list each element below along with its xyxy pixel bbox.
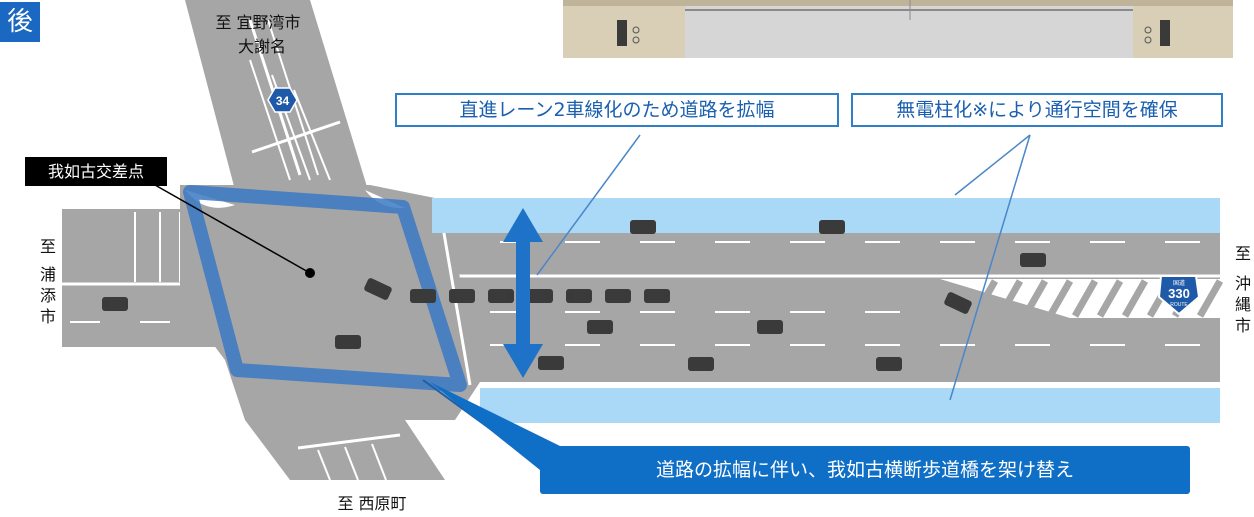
svg-text:34: 34	[276, 94, 290, 108]
west-direction-label: 至 浦 添 市	[39, 237, 56, 326]
cross-section-thumbnail	[563, 0, 1233, 58]
car	[630, 220, 656, 234]
route-34-sign: 34	[267, 87, 298, 113]
car	[605, 289, 631, 303]
intersection-label: 我如古交差点	[25, 157, 167, 186]
bridge-callout: 道路の拡幅に伴い、我如古横断歩道橋を架け替え	[540, 446, 1190, 494]
intersection-leader	[154, 184, 311, 274]
widening-callout: 直進レーン2車線化のため道路を拡幅	[395, 93, 839, 127]
svg-text:ROUTE: ROUTE	[1170, 302, 1188, 308]
north-direction-label-2: 大謝名	[238, 37, 286, 56]
car	[587, 320, 613, 334]
south-direction-label: 至 西原町	[337, 494, 406, 513]
utility-callout: 無電柱化※により通行空間を確保	[851, 93, 1223, 127]
svg-text:330: 330	[1168, 286, 1190, 301]
utility-leader-1	[954, 134, 1031, 196]
car	[449, 289, 475, 303]
car	[102, 297, 128, 311]
car	[876, 357, 902, 371]
car	[688, 357, 714, 371]
car	[644, 289, 670, 303]
pedestrian-space-south	[480, 388, 1220, 423]
car	[944, 292, 972, 314]
car	[819, 220, 845, 234]
car	[1020, 253, 1046, 267]
car	[527, 289, 553, 303]
widening-arrow	[503, 208, 543, 378]
east-direction-label: 至 沖 縄 市	[1234, 244, 1251, 335]
south-road	[245, 420, 445, 481]
north-direction-label: 至 宜野湾市	[215, 13, 300, 32]
car	[335, 335, 361, 349]
svg-text:国道: 国道	[1173, 279, 1185, 287]
car	[364, 278, 392, 300]
utility-leader-2	[949, 134, 1031, 401]
bridge-callout-pointer	[430, 382, 560, 486]
after-badge: 後	[0, 2, 40, 42]
route-330-sign: 国道 330 ROUTE	[1157, 275, 1201, 316]
car	[488, 289, 514, 303]
widening-leader	[536, 134, 641, 276]
cars	[102, 220, 1046, 371]
car	[757, 320, 783, 334]
intersection-highlight	[183, 185, 467, 392]
car	[410, 289, 436, 303]
car	[538, 356, 564, 370]
car	[566, 289, 592, 303]
